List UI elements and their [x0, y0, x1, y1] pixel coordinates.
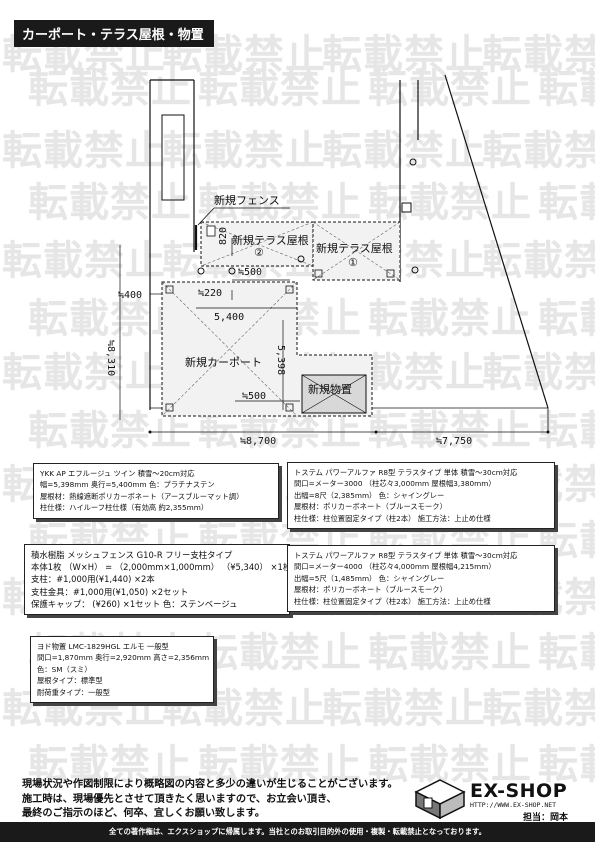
- terrace2-label: 新規テラス屋根: [232, 233, 309, 247]
- watermark-text: 転載禁止: [538, 66, 595, 112]
- brand-name: EX-SHOP: [470, 780, 568, 802]
- watermark-text: 転載禁止: [198, 66, 362, 112]
- fence-label: 新規フェンス: [214, 193, 280, 207]
- watermark-text: 転載禁止: [538, 742, 595, 788]
- spec-storage: ヨド物置 LMC-1829HGL エルモ 一般型 間口=1,870mm 奥行=2…: [30, 636, 214, 703]
- page-title: カーポート・テラス屋根・物置: [14, 20, 214, 47]
- dim-5400: 5,400: [214, 312, 244, 323]
- watermark-text: 転載禁止: [198, 630, 362, 676]
- watermark-text: 転載禁止: [368, 742, 532, 788]
- watermark-text: 転載禁止: [482, 350, 595, 396]
- storage-label: 新規物置: [308, 382, 352, 396]
- dim-220: ≒220: [198, 288, 222, 299]
- watermark-text: 転載禁止: [368, 408, 532, 454]
- watermark-text: 転載禁止: [482, 32, 595, 78]
- watermark-text: 転載禁止: [482, 686, 595, 732]
- watermark-text: 転載禁止: [198, 742, 362, 788]
- carport-label: 新規カーポート: [185, 355, 262, 369]
- person-in-charge: 担当：岡本: [523, 813, 569, 823]
- house-window: [161, 114, 185, 201]
- dim-500-terrace: ≒500: [238, 267, 262, 278]
- watermark-text: 転載禁止: [28, 180, 192, 226]
- watermark-text: 転載禁止: [368, 296, 532, 342]
- watermark-text: 転載禁止: [482, 128, 595, 174]
- spec-fence: 積水樹脂 メッシュフェンス G10-R フリー支柱タイプ 本体1枚 （W×H） …: [24, 544, 291, 615]
- dim-820: 820: [218, 227, 229, 245]
- right-boundary-line: [444, 74, 549, 409]
- watermark-text: 転載禁止: [2, 238, 166, 284]
- watermark-text: 転載禁止: [198, 180, 362, 226]
- watermark-text: 転載禁止: [538, 630, 595, 676]
- watermark-text: 転載禁止: [368, 630, 532, 676]
- terrace-roof-1: [312, 221, 401, 281]
- brand-url: HTTP://WWW.EX-SHOP.NET: [470, 801, 557, 809]
- watermark-text: 転載禁止: [322, 686, 486, 732]
- watermark-text: 転載禁止: [368, 180, 532, 226]
- terrace1-number: ①: [348, 256, 358, 269]
- watermark-text: 転載禁止: [28, 66, 192, 112]
- watermark-text: 転載禁止: [322, 128, 486, 174]
- dim-500-carport: ≒500: [242, 391, 266, 402]
- watermark-text: 転載禁止: [2, 350, 166, 396]
- watermark-text: 転載禁止: [482, 238, 595, 284]
- terrace-roof-2: [200, 221, 314, 267]
- watermark-text: 転載禁止: [28, 742, 192, 788]
- dim-8700: ≒8,700: [240, 436, 276, 447]
- terrace1-label: 新規テラス屋根: [316, 241, 393, 255]
- ex-shop-logo-icon: [414, 779, 466, 820]
- spec-terrace-1: トステム パワーアルファ R8型 テラスタイプ 単体 積雪〜30cm対応 間口=…: [287, 462, 555, 529]
- watermark-text: 転載禁止: [322, 32, 486, 78]
- storage-shed: [301, 374, 367, 414]
- dim-5398: 5,398: [275, 345, 286, 375]
- dim-7750: ≒7,750: [436, 436, 472, 447]
- watermark-text: 転載禁止: [162, 128, 326, 174]
- terrace2-number: ②: [254, 246, 264, 259]
- watermark-text: 転載禁止: [2, 128, 166, 174]
- spec-terrace-2: トステム パワーアルファ R8型 テラスタイプ 単体 積雪〜30cm対応 間口=…: [287, 545, 555, 612]
- copyright-footer: 全ての著作権は、エクスショップに帰属します。当社とのお取引目的外の使用・複製・転…: [0, 822, 595, 842]
- notice-text: 現場状況や作図制限により概略図の内容と多少の違いが生じることがございます。 施工…: [22, 779, 398, 819]
- dim-400: ≒400: [118, 290, 142, 301]
- watermark-text: 転載禁止: [538, 180, 595, 226]
- spec-carport: YKK AP エフルージュ ツイン 積雪〜20cm対応 幅=5,398mm 奥行…: [33, 463, 279, 519]
- dim-8310: ≒8,310: [105, 340, 116, 376]
- watermark-text: 転載禁止: [538, 296, 595, 342]
